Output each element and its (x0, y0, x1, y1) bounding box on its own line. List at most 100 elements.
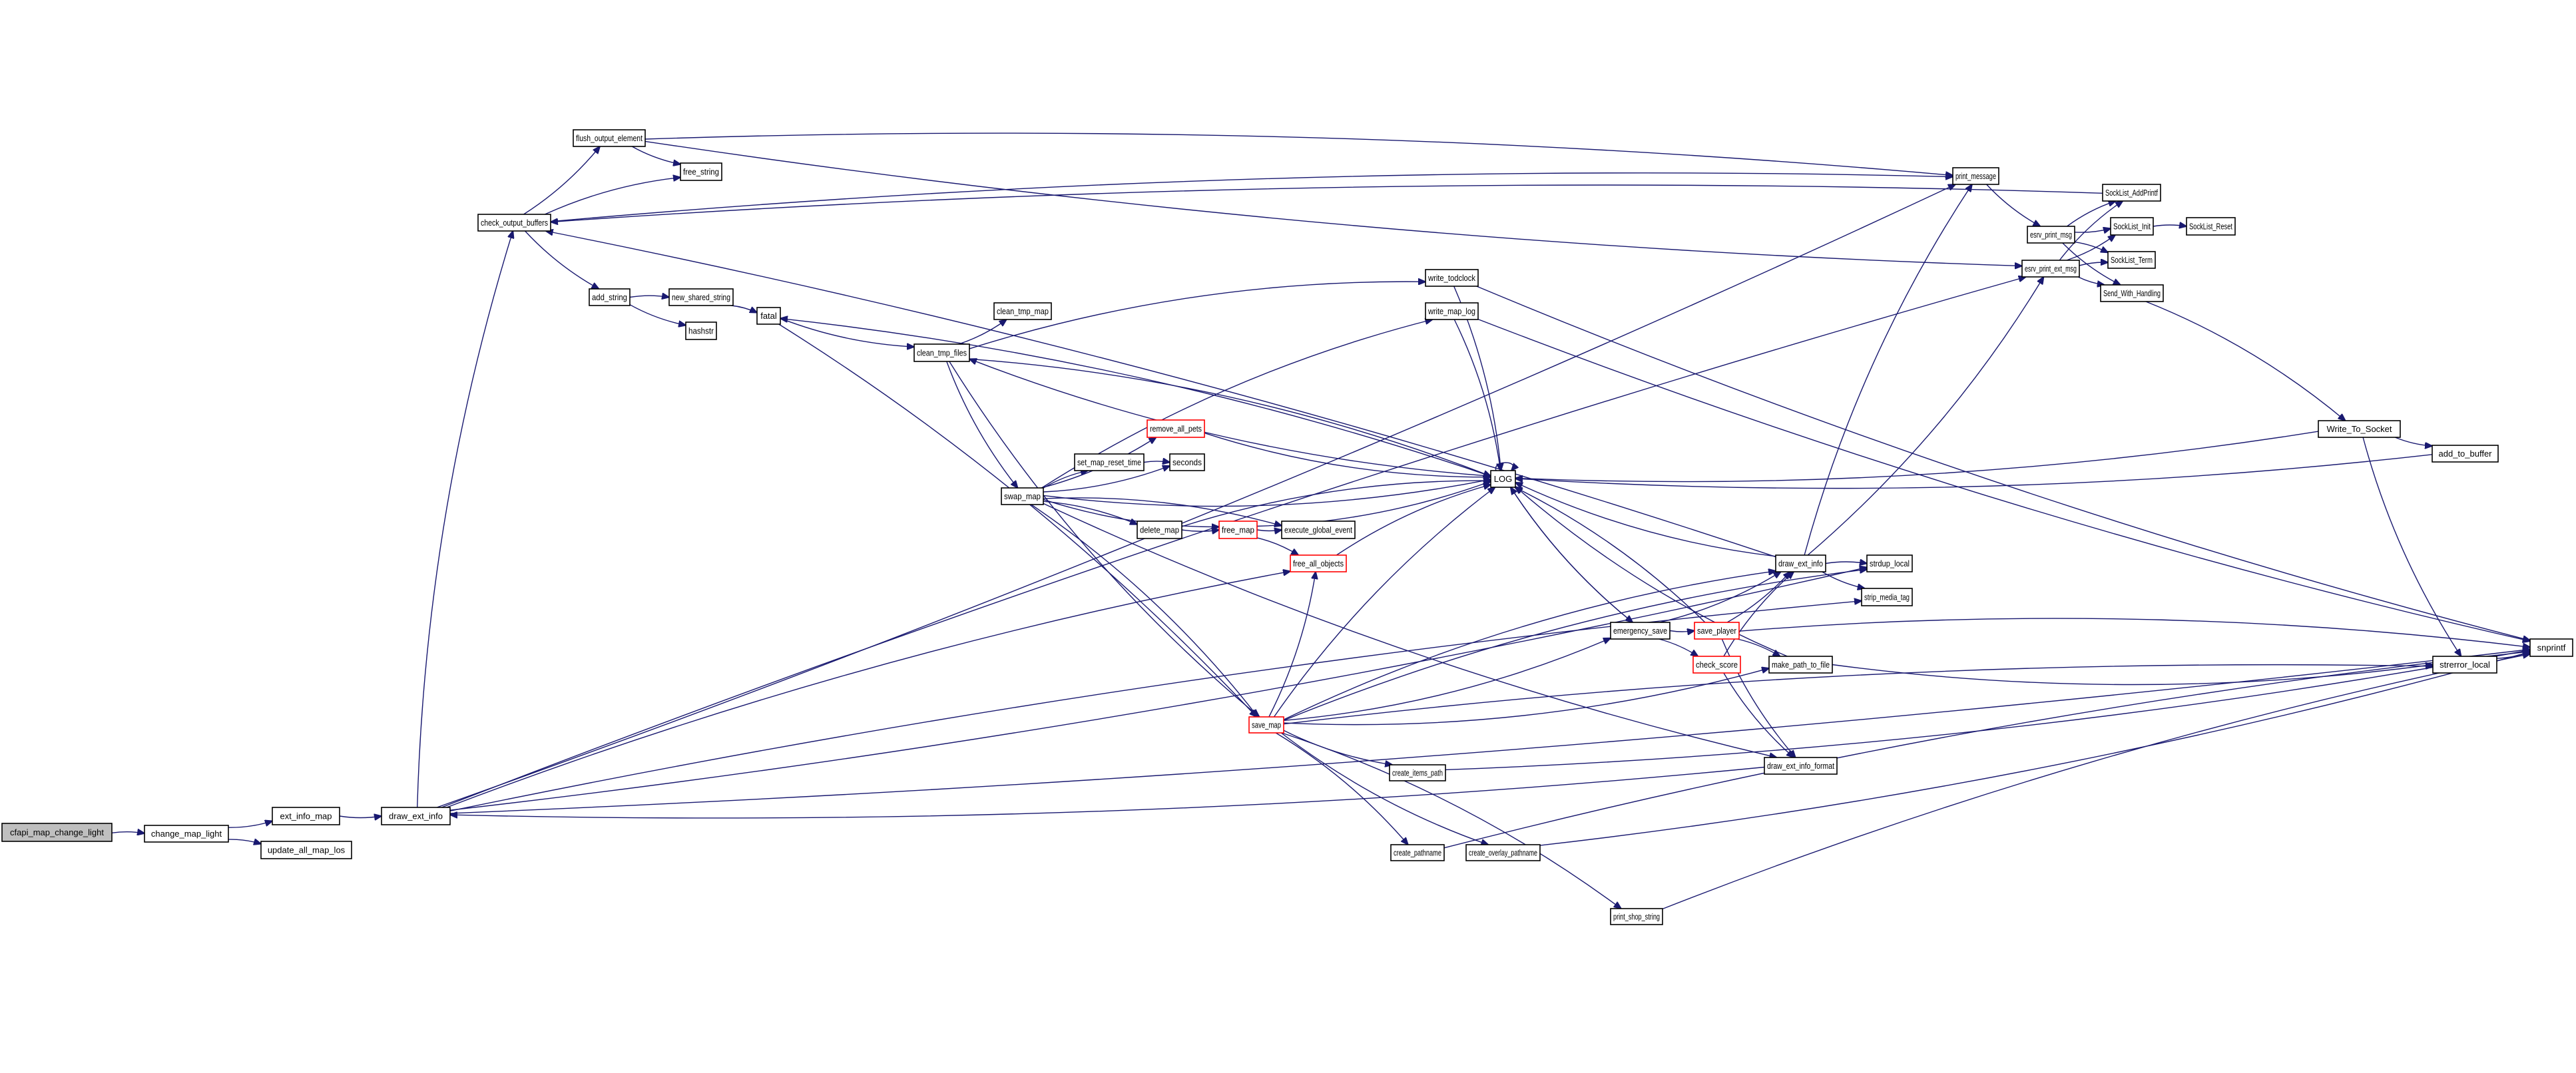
node-box[interactable] (1147, 419, 1205, 438)
node-send-with-handling[interactable]: Send_With_Handling (2100, 284, 2164, 302)
node-socklist-reset[interactable]: SockList_Reset (2186, 217, 2236, 236)
node-remove-all-pets[interactable]: remove_all_pets (1147, 419, 1205, 438)
node-box[interactable] (1692, 656, 1741, 674)
node-print-message[interactable]: print_message (1952, 167, 1999, 185)
node-box[interactable] (1281, 521, 1356, 539)
node-box[interactable] (2186, 217, 2236, 236)
node-add-to-buffer[interactable]: add_to_buffer (2432, 445, 2499, 463)
node-write-todclock[interactable]: write_todclock (1425, 269, 1479, 287)
node-box[interactable] (1694, 622, 1740, 640)
node-box[interactable] (1389, 764, 1446, 781)
node-box[interactable] (756, 307, 781, 325)
node-box[interactable] (1952, 167, 1999, 185)
node-box[interactable] (1248, 716, 1284, 734)
node-box[interactable] (2318, 420, 2401, 438)
node-emergency-save[interactable]: emergency_save (1610, 622, 1671, 640)
node-clean-tmp-files[interactable]: clean_tmp_files (913, 343, 970, 362)
node-box[interactable] (2107, 251, 2156, 269)
node-box[interactable] (1610, 622, 1671, 640)
node-box[interactable] (1137, 521, 1182, 539)
node-box[interactable] (1425, 302, 1479, 320)
node-free-map[interactable]: free_map (1218, 521, 1258, 539)
node-swap-map[interactable]: swap_map (1001, 487, 1044, 505)
node-box[interactable] (1764, 757, 1838, 775)
node-socklist-init[interactable]: SockList_Init (2110, 217, 2154, 236)
node-box[interactable] (2432, 445, 2499, 463)
node-box[interactable] (1169, 453, 1205, 471)
node-box[interactable] (1866, 554, 1913, 572)
node-box[interactable] (1768, 656, 1833, 674)
node-new-shared-string[interactable]: new_shared_string (668, 288, 734, 306)
node-box[interactable] (2027, 226, 2075, 244)
node-execute-global-event[interactable]: execute_global_event (1281, 521, 1356, 539)
node-socklist-term[interactable]: SockList_Term (2107, 251, 2156, 269)
node-box[interactable] (2110, 217, 2154, 236)
node-box[interactable] (1390, 844, 1445, 861)
node-box[interactable] (1775, 554, 1826, 572)
node-box[interactable] (1290, 554, 1347, 572)
node-box[interactable] (1425, 269, 1479, 287)
node-box[interactable] (680, 162, 722, 181)
node-fatal[interactable]: fatal (756, 307, 781, 325)
node-strerror-local[interactable]: strerror_local (2432, 656, 2497, 674)
node-check-score[interactable]: check_score (1692, 656, 1741, 674)
node-box[interactable] (272, 807, 340, 825)
node-set-map-reset-time[interactable]: set_map_reset_time (1074, 453, 1145, 471)
node-esrv-print-ext-msg[interactable]: esrv_print_ext_msg (2021, 260, 2080, 278)
node-box[interactable] (2529, 638, 2573, 657)
node-free-string[interactable]: free_string (680, 162, 722, 181)
node-box[interactable] (2432, 656, 2497, 674)
node-box[interactable] (1074, 453, 1145, 471)
node-box[interactable] (381, 807, 451, 825)
node-ext-info-map[interactable]: ext_info_map (272, 807, 340, 825)
node-esrv-print-msg[interactable]: esrv_print_msg (2027, 226, 2075, 244)
node-box[interactable] (993, 302, 1052, 320)
node-box[interactable] (589, 288, 631, 306)
node-cfapi-map-change-light[interactable]: cfapi_map_change_light (1, 823, 113, 842)
node-box[interactable] (573, 129, 646, 147)
node-write-map-log[interactable]: write_map_log (1425, 302, 1479, 320)
node-draw-ext-info-b[interactable]: draw_ext_info (1775, 554, 1826, 572)
node-draw-ext-info-a[interactable]: draw_ext_info (381, 807, 451, 825)
node-strip-media-tag[interactable]: strip_media_tag (1861, 588, 1913, 606)
node-log[interactable]: LOG (1490, 470, 1516, 488)
node-update-all-map-los[interactable]: update_all_map_los (260, 841, 352, 859)
node-strdup-local[interactable]: strdup_local (1866, 554, 1913, 572)
node-snprintf[interactable]: snprintf (2529, 638, 2573, 657)
node-box[interactable] (685, 322, 717, 340)
node-box[interactable] (2100, 284, 2164, 302)
node-create-overlay-pathname[interactable]: create_overlay_pathname (1465, 844, 1541, 861)
node-box[interactable] (913, 343, 970, 362)
node-box[interactable] (1490, 470, 1516, 488)
node-box[interactable] (477, 214, 551, 232)
node-box[interactable] (1, 823, 113, 842)
node-make-path-to-file[interactable]: make_path_to_file (1768, 656, 1833, 674)
node-save-player[interactable]: save_player (1694, 622, 1740, 640)
node-flush-output-element[interactable]: flush_output_element (573, 129, 646, 147)
node-hashstr[interactable]: hashstr (685, 322, 717, 340)
node-box[interactable] (668, 288, 734, 306)
node-create-items-path[interactable]: create_items_path (1389, 764, 1446, 781)
node-seconds[interactable]: seconds (1169, 453, 1205, 471)
node-write-to-socket[interactable]: Write_To_Socket (2318, 420, 2401, 438)
node-box[interactable] (260, 841, 352, 859)
node-create-pathname[interactable]: create_pathname (1390, 844, 1445, 861)
node-box[interactable] (2021, 260, 2080, 278)
node-add-string[interactable]: add_string (589, 288, 631, 306)
node-socklist-addprintf[interactable]: SockList_AddPrintf (2102, 184, 2161, 202)
node-save-map[interactable]: save_map (1248, 716, 1284, 734)
node-box[interactable] (1610, 908, 1663, 925)
node-box[interactable] (1001, 487, 1044, 505)
node-box[interactable] (144, 825, 229, 843)
node-free-all-objects[interactable]: free_all_objects (1290, 554, 1347, 572)
node-delete-map[interactable]: delete_map (1137, 521, 1182, 539)
node-box[interactable] (1218, 521, 1258, 539)
node-box[interactable] (2102, 184, 2161, 202)
node-check-output-buffers[interactable]: check_output_buffers (477, 214, 551, 232)
node-box[interactable] (1861, 588, 1913, 606)
node-clean-tmp-map[interactable]: clean_tmp_map (993, 302, 1052, 320)
node-box[interactable] (1465, 844, 1541, 861)
node-change-map-light[interactable]: change_map_light (144, 825, 229, 843)
node-print-shop-string[interactable]: print_shop_string (1610, 908, 1663, 925)
node-draw-ext-info-format[interactable]: draw_ext_info_format (1764, 757, 1838, 775)
